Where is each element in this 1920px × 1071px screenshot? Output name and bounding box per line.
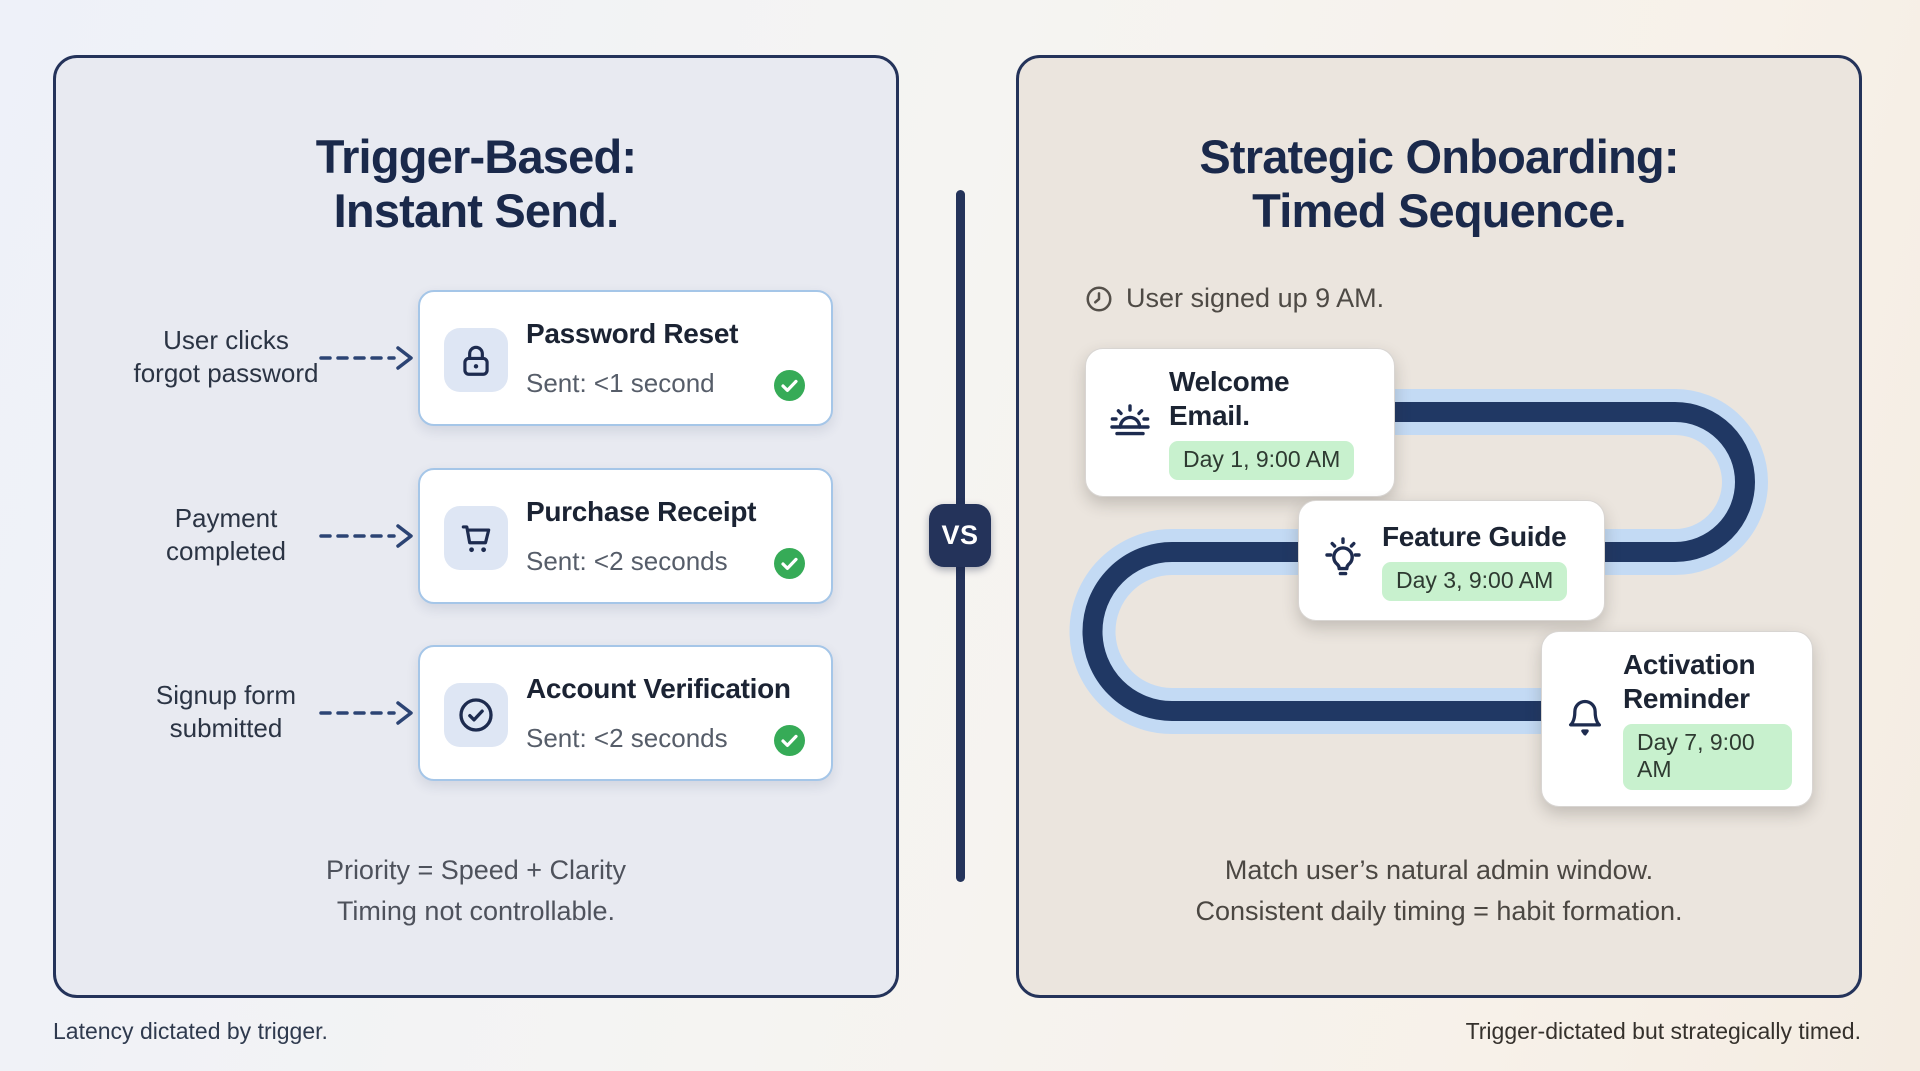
step-badge: Day 1, 9:00 AM: [1169, 441, 1355, 481]
card-title: Purchase Receipt: [526, 496, 757, 527]
card-title: Account Verification: [526, 673, 791, 704]
right-title-line2: Timed Sequence.: [1252, 183, 1627, 237]
trigger-label-3: Signup form submitted: [96, 679, 356, 746]
bulb-icon: [1319, 534, 1367, 587]
welcome-email-card: Welcome Email. Day 1, 9:00 AM: [1085, 348, 1395, 498]
sunrise-icon: [1106, 396, 1154, 449]
left-title-line1: Trigger-Based:: [315, 130, 637, 183]
sent-check-icon: [774, 370, 805, 401]
arrow-head-1: [396, 346, 413, 370]
trigger-label-1-line1: User clicks: [163, 325, 289, 355]
snake-core: [1082, 402, 1755, 721]
step-badge: Day 3, 9:00 AM: [1382, 562, 1568, 602]
dashed-arrows: [319, 346, 413, 725]
left-summary-line2: Timing not controllable.: [336, 895, 616, 926]
card-status: Sent: <2 seconds: [526, 723, 728, 753]
account-verification-card: Account Verification Sent: <2 seconds: [418, 645, 833, 781]
trigger-label-2: Payment completed: [96, 502, 356, 569]
trigger-label-2-line1: Payment: [174, 503, 278, 533]
step-title: Welcome Email.: [1169, 366, 1290, 431]
trigger-label-3-line1: Signup form: [155, 680, 297, 710]
step-title: Activation Reminder: [1623, 649, 1756, 714]
card-status: Sent: <2 seconds: [526, 546, 728, 576]
password-reset-card: Password Reset Sent: <1 second: [418, 290, 833, 426]
purchase-receipt-card: Purchase Receipt Sent: <2 seconds: [418, 468, 833, 604]
signup-note: User signed up 9 AM.: [1084, 283, 1384, 314]
trigger-label-2-line2: completed: [166, 536, 286, 567]
right-summary: Match user’s natural admin window. Consi…: [1019, 850, 1859, 931]
sent-check-icon: [774, 725, 805, 756]
clock-icon: [1086, 286, 1112, 311]
right-panel-title: Strategic Onboarding: Timed Sequence.: [1019, 130, 1859, 237]
arrow-head-3: [396, 701, 413, 725]
card-title: Password Reset: [526, 318, 739, 349]
signup-note-text: User signed up 9 AM.: [1126, 283, 1385, 313]
right-footnote: Trigger-dictated but strategically timed…: [1465, 1018, 1861, 1044]
timeline-snake-path: [1069, 389, 1768, 734]
sent-check-icon: [774, 548, 805, 579]
left-summary: Priority = Speed + Clarity Timing not co…: [56, 850, 896, 931]
right-summary-line1: Match user’s natural admin window.: [1224, 855, 1654, 885]
card-status: Sent: <1 second: [526, 368, 715, 398]
cart-icon: [444, 506, 508, 570]
bell-icon: [1562, 694, 1608, 745]
strategic-onboarding-panel: Strategic Onboarding: Timed Sequence. Us…: [1016, 55, 1862, 998]
trigger-based-panel: Trigger-Based: Instant Send. User clicks…: [53, 55, 899, 998]
right-title-line1: Strategic Onboarding:: [1199, 130, 1679, 183]
left-summary-line1: Priority = Speed + Clarity: [325, 855, 627, 885]
right-summary-line2: Consistent daily timing = habit formatio…: [1195, 895, 1683, 926]
trigger-label-1-line2: forgot password: [133, 358, 319, 389]
arrow-head-2: [396, 524, 413, 548]
lock-icon: [444, 328, 508, 392]
trigger-label-1: User clicks forgot password: [96, 324, 356, 391]
step-badge: Day 7, 9:00 AM: [1623, 724, 1792, 791]
trigger-label-3-line2: submitted: [169, 713, 283, 744]
feature-guide-card: Feature Guide Day 3, 9:00 AM: [1298, 500, 1605, 621]
step-title: Feature Guide: [1382, 520, 1567, 552]
left-footnote: Latency dictated by trigger.: [53, 1018, 328, 1044]
check-circle-icon: [444, 683, 508, 747]
vs-badge: VS: [929, 504, 991, 567]
activation-reminder-card: Activation Reminder Day 7, 9:00 AM: [1541, 631, 1813, 808]
left-panel-title: Trigger-Based: Instant Send.: [56, 130, 896, 237]
left-title-line2: Instant Send.: [333, 183, 619, 237]
